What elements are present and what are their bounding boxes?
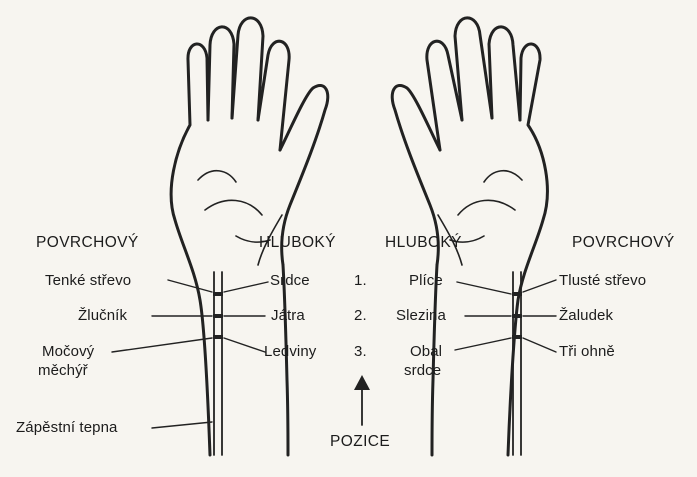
label-heart: Srdce [270, 272, 310, 290]
label-gallbladder: Žlučník [78, 307, 127, 325]
label-radial-artery: Zápěstní tepna [16, 419, 117, 437]
label-bladder-line1: Močový [42, 343, 94, 361]
pozice-arrow [354, 375, 370, 425]
position-1: 1. [354, 272, 367, 290]
label-large-intestine: Tlusté střevo [559, 272, 646, 290]
label-pericardium-line2: srdce [404, 362, 441, 380]
label-pericardium-line1: Obal [410, 343, 442, 361]
label-lungs: Plíce [409, 272, 443, 290]
label-liver: Játra [271, 307, 305, 325]
header-left-superficial: POVRCHOVÝ [36, 234, 139, 252]
label-kidneys: Ledviny [264, 343, 316, 361]
label-stomach: Žaludek [559, 307, 613, 325]
header-right-superficial: POVRCHOVÝ [572, 234, 675, 252]
leader-lines [112, 280, 556, 428]
positions-caption: POZICE [330, 433, 390, 451]
label-bladder-line2: měchýř [38, 362, 88, 380]
position-3: 3. [354, 343, 367, 361]
header-right-deep: HLUBOKÝ [385, 234, 462, 252]
label-small-intestine: Tenké střevo [45, 272, 131, 290]
left-artery-lines [214, 272, 222, 455]
header-left-deep: HLUBOKÝ [259, 234, 336, 252]
label-spleen: Slezina [396, 307, 446, 325]
label-triple-burner: Tři ohně [559, 343, 615, 361]
position-2: 2. [354, 307, 367, 325]
